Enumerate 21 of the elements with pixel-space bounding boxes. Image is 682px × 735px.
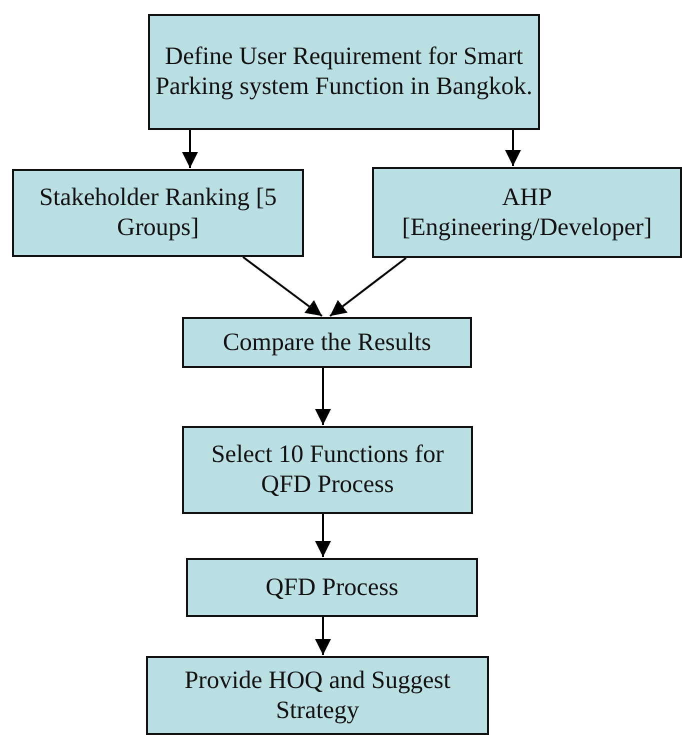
box-text: Define User Requirement for Smart Parking system Function in Bangkok.	[154, 42, 534, 102]
box-text: Select 10 Functions for QFD Process	[210, 440, 445, 500]
arrow	[505, 130, 521, 166]
process-box	[186, 558, 478, 617]
box-text: Provide HOQ and Suggest Strategy	[184, 666, 452, 726]
process-box	[148, 14, 540, 130]
arrow	[315, 617, 331, 655]
box-text: QFD Process	[266, 572, 398, 602]
arrow	[242, 256, 323, 317]
arrow	[182, 130, 198, 168]
arrow	[329, 257, 407, 317]
process-box	[372, 167, 682, 258]
process-box	[182, 317, 472, 368]
box-text: Compare the Results	[222, 328, 432, 358]
process-box	[12, 169, 304, 257]
process-box	[146, 656, 489, 735]
process-box	[182, 426, 473, 514]
arrow	[315, 368, 331, 425]
box-text: Stakeholder Ranking [5 Groups]	[38, 183, 278, 243]
arrow	[315, 514, 331, 557]
box-text: AHP [Engineering/Developer]	[401, 182, 653, 242]
